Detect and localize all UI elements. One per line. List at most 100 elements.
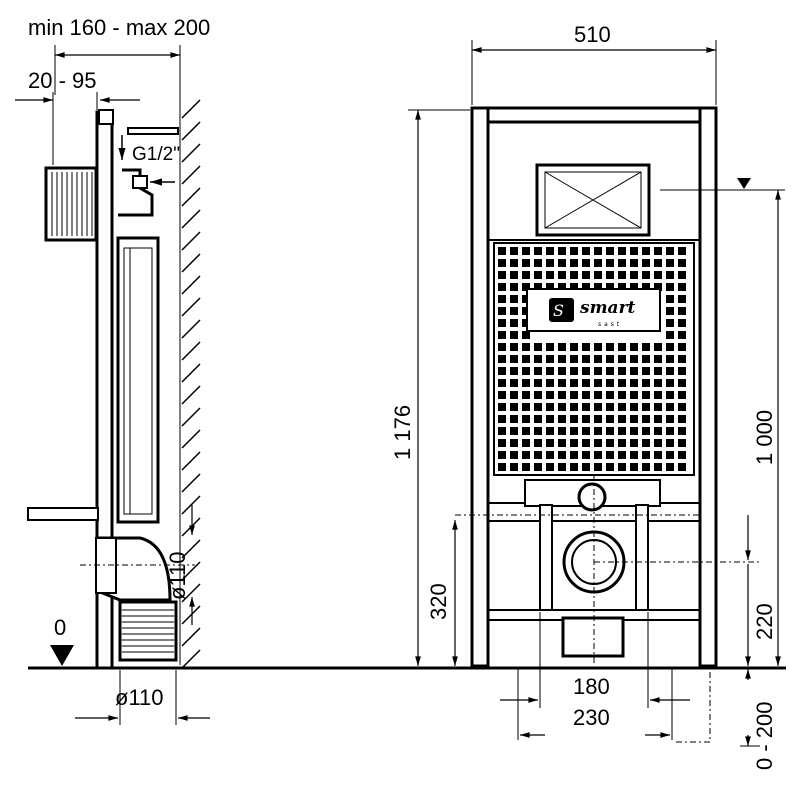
grid-cell	[582, 403, 590, 411]
grid-cell	[534, 439, 542, 447]
grid-cell	[594, 439, 602, 447]
grid-cell	[618, 427, 626, 435]
frame-right-post	[698, 106, 718, 668]
grid-cell	[594, 367, 602, 375]
grid-cell	[606, 403, 614, 411]
grid-cell	[558, 427, 566, 435]
grid-cell	[570, 247, 578, 255]
grid-cell	[570, 403, 578, 411]
grid-cell	[558, 367, 566, 375]
grid-cell	[678, 463, 686, 471]
flush-plate-side	[44, 166, 98, 242]
grid-cell	[618, 355, 626, 363]
grid-cell	[570, 379, 578, 387]
grid-cell	[558, 259, 566, 267]
grid-cell	[666, 295, 674, 303]
grid-cell	[522, 427, 530, 435]
water-inlet-label: G1/2"	[132, 144, 180, 165]
grid-cell	[534, 355, 542, 363]
grid-cell	[582, 355, 590, 363]
grid-cell	[642, 247, 650, 255]
frame-top	[470, 106, 718, 124]
grid-cell	[630, 343, 638, 351]
grid-cell	[630, 355, 638, 363]
grid-cell	[666, 283, 674, 291]
grid-cell	[498, 439, 506, 447]
grid-cell	[534, 451, 542, 459]
grid-cell	[582, 391, 590, 399]
grid-cell	[678, 415, 686, 423]
grid-cell	[546, 415, 554, 423]
grid-cell	[546, 247, 554, 255]
grid-cell	[534, 271, 542, 279]
grid-cell	[510, 403, 518, 411]
grid-cell	[534, 391, 542, 399]
grid-cell	[534, 367, 542, 375]
grid-cell	[510, 439, 518, 447]
width-label: 510	[574, 22, 611, 47]
grid-cell	[534, 343, 542, 351]
grid-cell	[570, 415, 578, 423]
front-view: S smart sast 510 1 176 320 1 000 220	[390, 22, 785, 770]
grid-cell	[666, 391, 674, 399]
grid-cell	[534, 403, 542, 411]
grid-cell	[498, 331, 506, 339]
grid-cell	[654, 259, 662, 267]
grid-cell	[678, 367, 686, 375]
grid-cell	[666, 355, 674, 363]
grid-cell	[558, 451, 566, 459]
grid-cell	[558, 439, 566, 447]
grid-cell	[654, 403, 662, 411]
grid-cell	[666, 379, 674, 387]
grid-cell	[666, 451, 674, 459]
grid-cell	[522, 343, 530, 351]
grid-cell	[546, 283, 554, 291]
grid-cell	[498, 307, 506, 315]
grid-cell	[570, 439, 578, 447]
cistern-side	[116, 236, 160, 524]
grid-cell	[642, 343, 650, 351]
grid-cell	[630, 415, 638, 423]
grid-cell	[594, 403, 602, 411]
grid-cell	[534, 463, 542, 471]
grid-cell	[546, 439, 554, 447]
grid-cell	[558, 415, 566, 423]
grid-cell	[642, 367, 650, 375]
grid-cell	[630, 403, 638, 411]
grid-cell	[546, 259, 554, 267]
grid-cell	[558, 379, 566, 387]
grid-cell	[570, 427, 578, 435]
grid-cell	[498, 259, 506, 267]
grid-cell	[594, 259, 602, 267]
grid-cell	[594, 463, 602, 471]
grid-cell	[642, 439, 650, 447]
grid-cell	[594, 343, 602, 351]
grid-cell	[582, 259, 590, 267]
grid-cell	[618, 415, 626, 423]
grid-cell	[546, 379, 554, 387]
grid-cell	[510, 307, 518, 315]
grid-cell	[558, 403, 566, 411]
grid-cell	[606, 463, 614, 471]
logo-mark	[549, 298, 574, 322]
grid-cell	[546, 391, 554, 399]
grid-cell	[498, 403, 506, 411]
grid-cell	[666, 271, 674, 279]
depth-dimension-label: min 160 - max 200	[28, 15, 210, 40]
grid-cell	[510, 343, 518, 351]
grid-cell	[498, 343, 506, 351]
outlet-diameter-vertical-label: ø110	[165, 551, 190, 600]
grid-cell	[654, 463, 662, 471]
grid-cell	[522, 439, 530, 447]
grid-cell	[654, 451, 662, 459]
grid-cell	[522, 259, 530, 267]
grid-cell	[594, 451, 602, 459]
bolt-spacing-outer-label: 230	[573, 705, 610, 730]
grid-cell	[582, 451, 590, 459]
side-view: G1/2" min 160 - max 200 20 - 95 ø110 ø11…	[15, 15, 210, 725]
floor-zero-label: 0	[54, 615, 66, 640]
grid-cell	[678, 319, 686, 327]
grid-cell	[678, 403, 686, 411]
grid-cell	[498, 415, 506, 423]
